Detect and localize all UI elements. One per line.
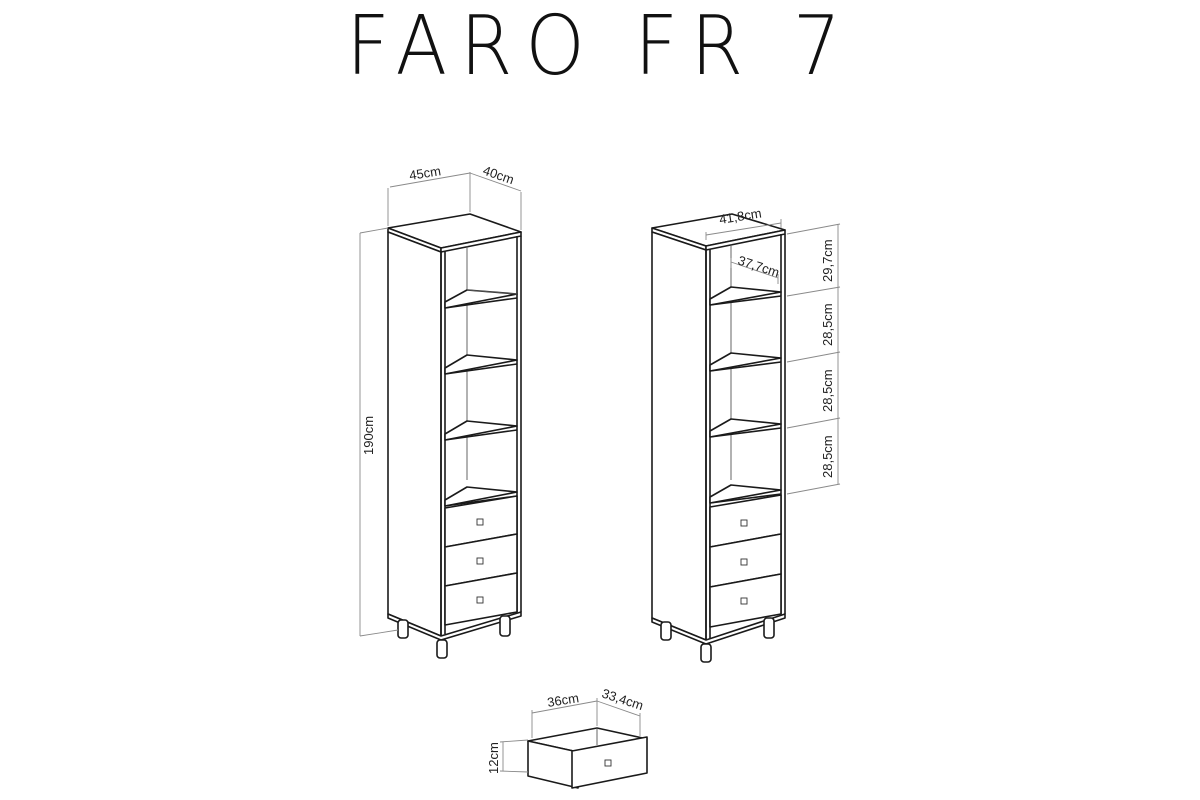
open-shelves — [709, 286, 782, 504]
product-title: FARO FR 7 — [346, 0, 854, 94]
compartment-height-label: 28,5cm — [820, 435, 835, 478]
drawer-knob-icon — [476, 518, 484, 526]
compartment-height-label: 28,5cm — [820, 303, 835, 346]
drawer-height-label: 12cm — [486, 742, 501, 774]
drawer-dimension-lines — [499, 698, 641, 773]
drawer-knob-icon — [604, 759, 612, 767]
cabinet-overall-view: 45cm 40cm 190cm — [359, 163, 522, 659]
width-label: 45cm — [408, 163, 442, 183]
inner-width-label: 37,7cm — [736, 253, 781, 280]
drawer-stack — [444, 495, 518, 626]
drawer-knob-icon — [740, 597, 748, 605]
drawer-side — [527, 740, 579, 789]
cabinet-interior-view: 41,8cm 37,7cm 29,7cm 28,5cm 28,5cm 28,5c… — [651, 205, 841, 663]
drawer-depth-label: 33,4cm — [600, 686, 645, 713]
drawer-knob-icon — [740, 519, 748, 527]
interior-dimension-lines — [705, 219, 841, 495]
drawer-knob-icon — [740, 558, 748, 566]
compartment-height-label: 28,5cm — [820, 369, 835, 412]
height-label: 190cm — [361, 416, 376, 455]
outer-width-label: 41,8cm — [718, 205, 762, 226]
drawer-detail-view: 36cm 33,4cm 12cm — [486, 686, 648, 789]
cabinet-legs — [397, 615, 511, 659]
overall-dimension-lines — [359, 172, 522, 637]
drawer-width-label: 36cm — [546, 690, 580, 710]
drawer-knob-icon — [476, 596, 484, 604]
compartment-height-label: 29,7cm — [820, 239, 835, 282]
open-shelves — [444, 289, 518, 507]
drawer-knob-icon — [476, 557, 484, 565]
cabinet-side-panel — [387, 231, 442, 637]
cabinet-side-panel — [651, 231, 707, 641]
cabinet-legs — [660, 617, 775, 663]
drawer-stack — [709, 494, 782, 628]
